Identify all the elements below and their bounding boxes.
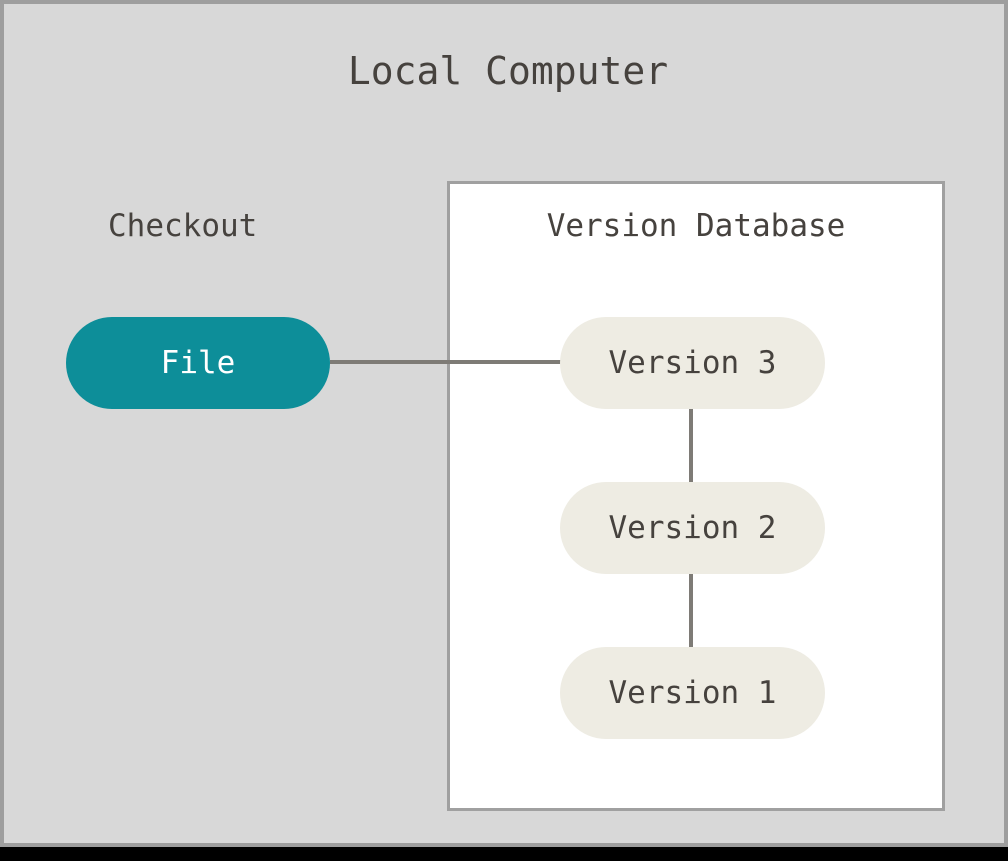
connector-version3-to-version2 [689, 406, 693, 484]
version-database-title: Version Database [546, 208, 846, 244]
node-version-1-label: Version 1 [608, 674, 777, 711]
checkout-section-label: Checkout [108, 208, 258, 244]
page-title: Local Computer [347, 49, 669, 93]
node-version-3[interactable]: Version 3 [560, 317, 825, 409]
node-version-2[interactable]: Version 2 [560, 482, 825, 574]
node-file-label: File [160, 344, 236, 381]
node-version-1[interactable]: Version 1 [560, 647, 825, 739]
node-version-3-label: Version 3 [608, 344, 777, 381]
connector-version2-to-version1 [689, 570, 693, 650]
node-version-2-label: Version 2 [608, 509, 777, 546]
node-file[interactable]: File [66, 317, 330, 409]
connector-file-to-version3 [330, 360, 562, 364]
